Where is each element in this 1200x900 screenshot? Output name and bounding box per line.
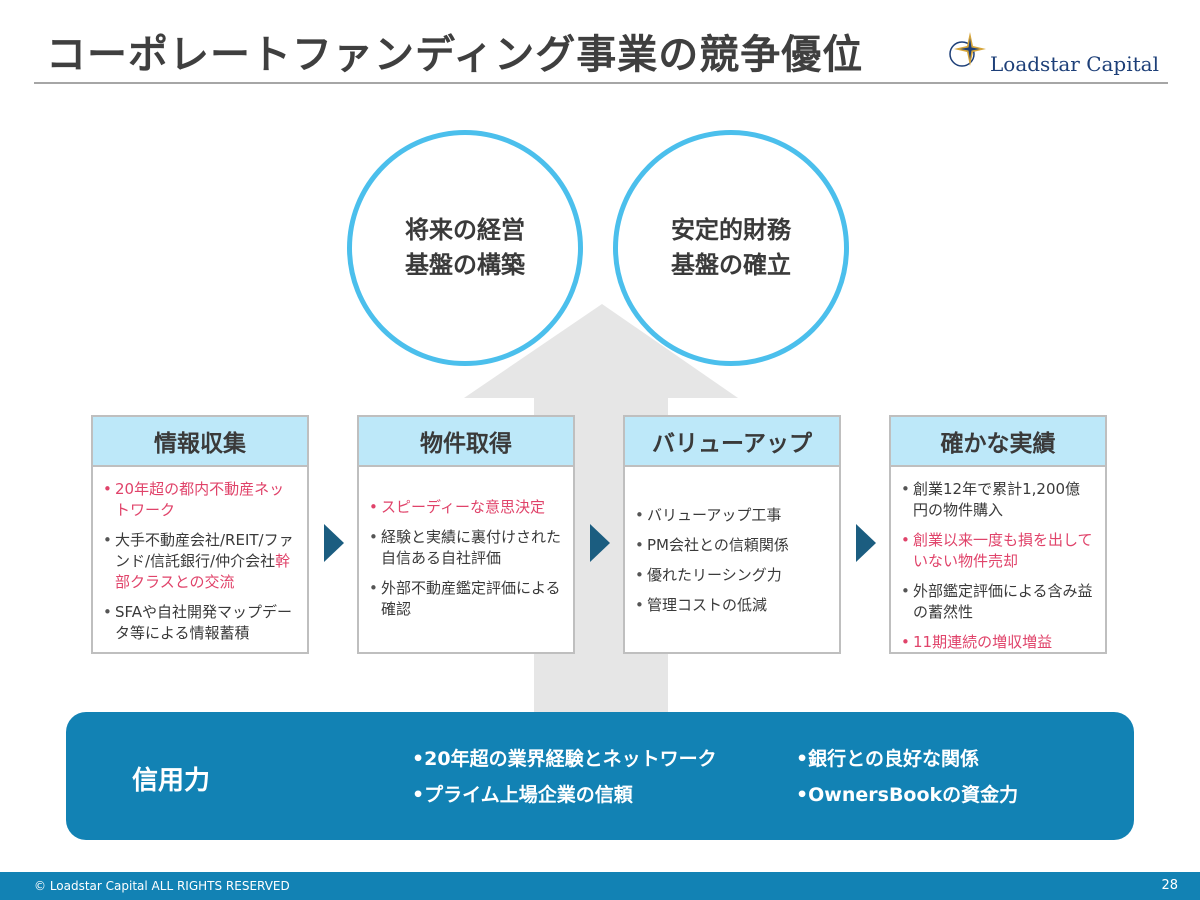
footer-bar: © Loadstar Capital ALL RIGHTS RESERVED 2… (0, 872, 1200, 900)
list-item: 11期連続の増収増益 (901, 632, 1095, 653)
logo-text: Loadstar Capital (990, 52, 1159, 76)
goal-line: 基盤の構築 (405, 251, 525, 279)
list-item-text: 大手不動産会社/REIT/ファンド/信託銀行/仲介会社 (115, 531, 294, 570)
step-list: 創業12年で累計1,200億円の物件購入 創業以来一度も損を出していない物件売却… (901, 479, 1095, 653)
list-item: 創業以来一度も損を出していない物件売却 (901, 530, 1095, 572)
credit-item: •プライム上場企業の信頼 (412, 784, 633, 806)
list-item: 創業12年で累計1,200億円の物件購入 (901, 479, 1095, 521)
credit-item: •銀行との良好な関係 (796, 748, 979, 770)
step-box-acquisition: 物件取得 スピーディーな意思決定 経験と実績に裏付けされた自信ある自社評価 外部… (357, 415, 575, 654)
step-title: バリューアップ (625, 417, 839, 467)
credit-item-text: 銀行との良好な関係 (808, 748, 979, 770)
page-title: コーポレートファンディング事業の競争優位 (46, 32, 864, 78)
goal-line: 将来の経営 (405, 216, 525, 245)
list-item: 大手不動産会社/REIT/ファンド/信託銀行/仲介会社幹部クラスとの交流 (103, 530, 297, 593)
goal-circle-finance: 安定的財務 基盤の確立 (613, 130, 849, 366)
step-list: スピーディーな意思決定 経験と実績に裏付けされた自信ある自社評価 外部不動産鑑定… (369, 497, 563, 620)
list-item: 20年超の都内不動産ネットワーク (103, 479, 297, 521)
goal-line: 基盤の確立 (671, 251, 791, 279)
credit-item: •20年超の業界経験とネットワーク (412, 748, 717, 770)
step-box-value-up: バリューアップ バリューアップ工事 PM会社との信頼関係 優れたリーシング力 管… (623, 415, 841, 654)
credit-item: •OwnersBookの資金力 (796, 784, 1019, 806)
step-list: 20年超の都内不動産ネットワーク 大手不動産会社/REIT/ファンド/信託銀行/… (103, 479, 297, 644)
logo: Loadstar Capital (940, 28, 1170, 78)
list-item: PM会社との信頼関係 (635, 535, 829, 556)
copyright-text: © Loadstar Capital ALL RIGHTS RESERVED (34, 879, 290, 893)
goal-circle-management: 将来の経営 基盤の構築 (347, 130, 583, 366)
title-divider (34, 82, 1168, 84)
star-icon (949, 32, 986, 67)
step-list: バリューアップ工事 PM会社との信頼関係 優れたリーシング力 管理コストの低減 (635, 505, 829, 616)
list-item: 管理コストの低減 (635, 595, 829, 616)
step-box-track-record: 確かな実績 創業12年で累計1,200億円の物件購入 創業以来一度も損を出してい… (889, 415, 1107, 654)
credit-panel: 信用力 •20年超の業界経験とネットワーク •プライム上場企業の信頼 •銀行との… (66, 712, 1134, 840)
list-item: スピーディーな意思決定 (369, 497, 563, 518)
credit-item-text: 20年超の業界経験とネットワーク (424, 748, 717, 770)
chevron-right-icon (856, 524, 876, 562)
step-title: 確かな実績 (891, 417, 1105, 467)
step-box-information: 情報収集 20年超の都内不動産ネットワーク 大手不動産会社/REIT/ファンド/… (91, 415, 309, 654)
step-title: 物件取得 (359, 417, 573, 467)
credit-item-text: OwnersBookの資金力 (808, 784, 1019, 806)
list-item: 外部鑑定評価による含み益の蓄然性 (901, 581, 1095, 623)
list-item: 優れたリーシング力 (635, 565, 829, 586)
credit-title: 信用力 (132, 766, 211, 796)
chevron-right-icon (324, 524, 344, 562)
list-item: SFAや自社開発マップデータ等による情報蓄積 (103, 602, 297, 644)
goal-line: 安定的財務 (671, 216, 791, 245)
list-item: バリューアップ工事 (635, 505, 829, 526)
page-number: 28 (1161, 878, 1178, 893)
step-title: 情報収集 (93, 417, 307, 467)
list-item: 外部不動産鑑定評価による確認 (369, 578, 563, 620)
chevron-right-icon (590, 524, 610, 562)
credit-item-text: プライム上場企業の信頼 (424, 784, 633, 806)
list-item: 経験と実績に裏付けされた自信ある自社評価 (369, 527, 563, 569)
list-item-highlight: 幹部クラスとの交流 (115, 552, 291, 591)
